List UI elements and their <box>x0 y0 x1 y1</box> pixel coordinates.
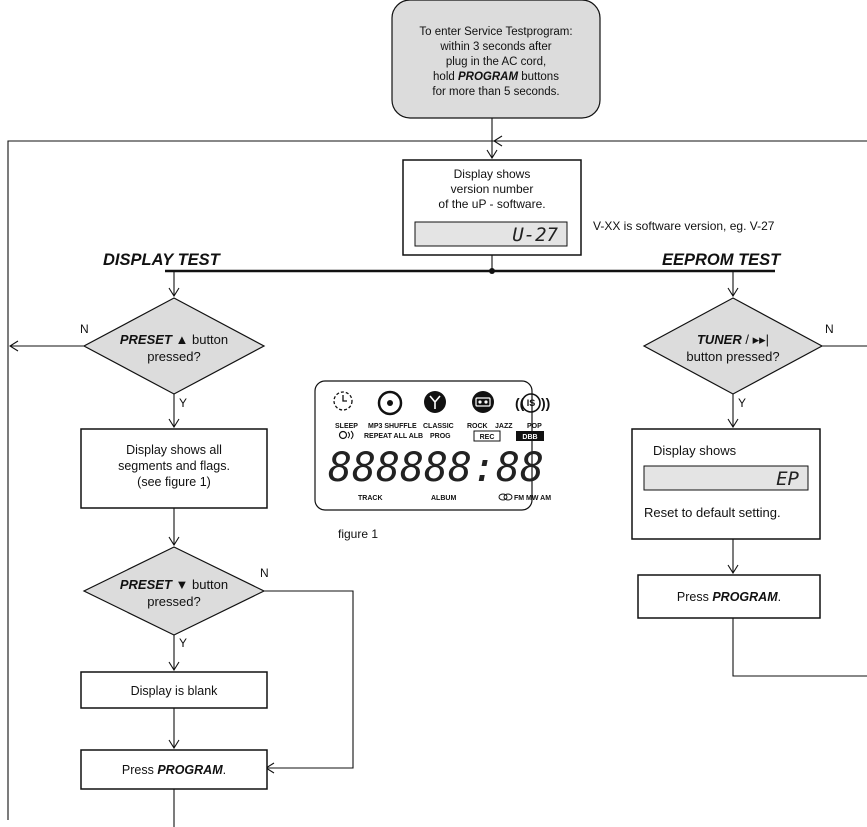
connector-right-exit <box>732 618 867 677</box>
repeat-one-icon <box>338 430 354 440</box>
eeprom-display-line-2: Reset to default setting. <box>644 505 781 520</box>
incredible-surround-icon: (( IS )) <box>515 393 550 413</box>
start-line-5: for more than 5 seconds. <box>432 86 559 98</box>
lcd-jazz: JAZZ <box>495 423 513 430</box>
svg-text:)): )) <box>541 395 550 411</box>
rec-frame <box>473 430 501 442</box>
start-line-1: To enter Service Testprogram: <box>419 26 572 38</box>
preset-down-line-2: pressed? <box>147 594 200 609</box>
version-line-3: of the uP - software. <box>438 197 545 211</box>
press-program-left-text: Press PROGRAM. <box>122 763 226 777</box>
start-line-4: hold PROGRAM buttons <box>433 71 559 83</box>
svg-text:((: (( <box>515 395 525 411</box>
lcd-repeat: REPEAT ALL ALB <box>364 433 423 440</box>
preset-down-no-label: N <box>260 566 269 580</box>
eeprom-display <box>643 465 809 491</box>
eeprom-display-value: EP <box>776 468 799 490</box>
tuner-no-label: N <box>825 322 834 336</box>
lcd-pop: POP <box>527 423 542 430</box>
display-blank-text: Display is blank <box>131 684 219 698</box>
all-segments-line-3: (see figure 1) <box>137 475 211 489</box>
split-junction <box>489 268 495 274</box>
preset-up-yes-label: Y <box>179 396 187 410</box>
is-label: IS <box>527 398 536 408</box>
figure-1-caption: figure 1 <box>338 527 378 541</box>
start-line-3: plug in the AC cord, <box>446 56 546 68</box>
press-program-right-text: Press PROGRAM. <box>677 590 781 604</box>
loop-line-top <box>7 140 867 820</box>
press-program-box-left <box>80 749 268 790</box>
lcd-dbb: DBB <box>522 434 537 441</box>
version-line-1: Display shows <box>454 167 531 181</box>
tuner-line-1: TUNER / ▸▸| <box>697 332 769 347</box>
start-line-2: within 3 seconds after <box>439 41 551 53</box>
start-box <box>391 0 601 119</box>
lcd-sleep: SLEEP <box>335 423 358 430</box>
sleep-clock-icon <box>333 391 353 411</box>
eeprom-display-line-1: Display shows <box>653 443 737 458</box>
lcd-prog: PROG <box>430 433 451 440</box>
figure-1-lcd: (( IS )) SLEEP MP3 SHUFFLE CLASSIC ROCK … <box>314 380 551 511</box>
eeprom-test-title: EEPROM TEST <box>662 251 782 269</box>
dbb-badge <box>516 431 544 441</box>
preset-up-line-1: PRESET ▲ button <box>120 332 228 347</box>
version-display-value: U-27 <box>512 224 558 246</box>
cd-logo-icon <box>498 493 513 501</box>
antenna-icon <box>424 391 446 413</box>
version-display <box>414 221 568 247</box>
version-line-2: version number <box>451 182 534 196</box>
lcd-band: FM MW AM <box>514 495 551 502</box>
tuner-yes-label: Y <box>738 396 746 410</box>
disc-icon <box>377 390 403 416</box>
lcd-mp3-shuffle: MP3 SHUFFLE <box>368 423 417 430</box>
display-blank-box <box>80 671 268 709</box>
tuner-line-2: button pressed? <box>686 349 779 364</box>
all-segments-line-1: Display shows all <box>126 443 222 457</box>
preset-up-line-2: pressed? <box>147 349 200 364</box>
tape-icon <box>472 391 494 413</box>
version-note: V-XX is software version, eg. V-27 <box>593 219 775 233</box>
lcd-track: TRACK <box>358 495 383 502</box>
press-program-box-right <box>637 574 821 619</box>
display-test-title: DISPLAY TEST <box>103 251 222 269</box>
lcd-segments: 888888:88 <box>328 445 544 491</box>
preset-down-line-1: PRESET ▼ button <box>120 577 228 592</box>
preset-up-no-label: N <box>80 322 89 336</box>
preset-down-no-path <box>264 590 354 768</box>
lcd-album: ALBUM <box>431 495 456 502</box>
lcd-rock: ROCK <box>467 423 488 430</box>
preset-down-yes-label: Y <box>179 636 187 650</box>
lcd-classic: CLASSIC <box>423 423 454 430</box>
lcd-rec: REC <box>480 434 495 441</box>
all-segments-line-2: segments and flags. <box>118 459 230 473</box>
